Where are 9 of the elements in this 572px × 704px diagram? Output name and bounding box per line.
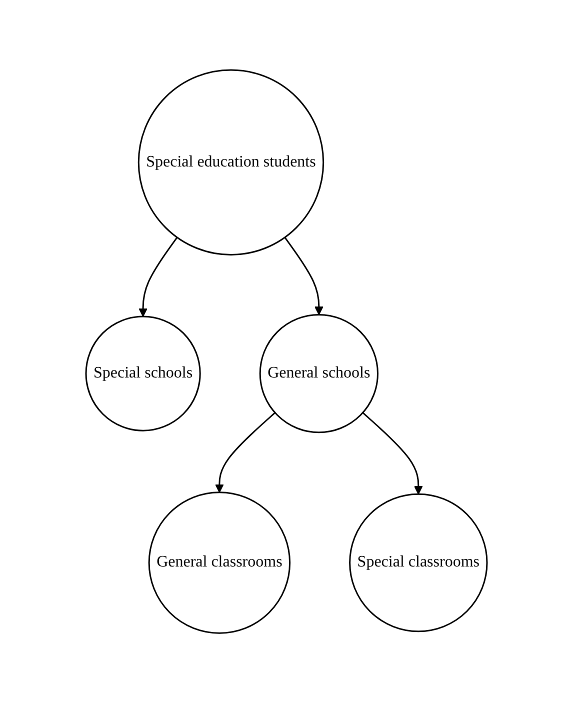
- node-circle: Special classrooms: [348, 494, 488, 633]
- node-circle: General schools: [258, 314, 378, 434]
- arrow: [362, 412, 422, 495]
- node-circle: Special schools: [84, 316, 200, 432]
- arrow: [138, 237, 178, 318]
- node-circle: General classrooms: [148, 492, 290, 634]
- arrow: [214, 412, 276, 494]
- node-circle: Special education students: [137, 70, 324, 256]
- arrow: [284, 237, 323, 316]
